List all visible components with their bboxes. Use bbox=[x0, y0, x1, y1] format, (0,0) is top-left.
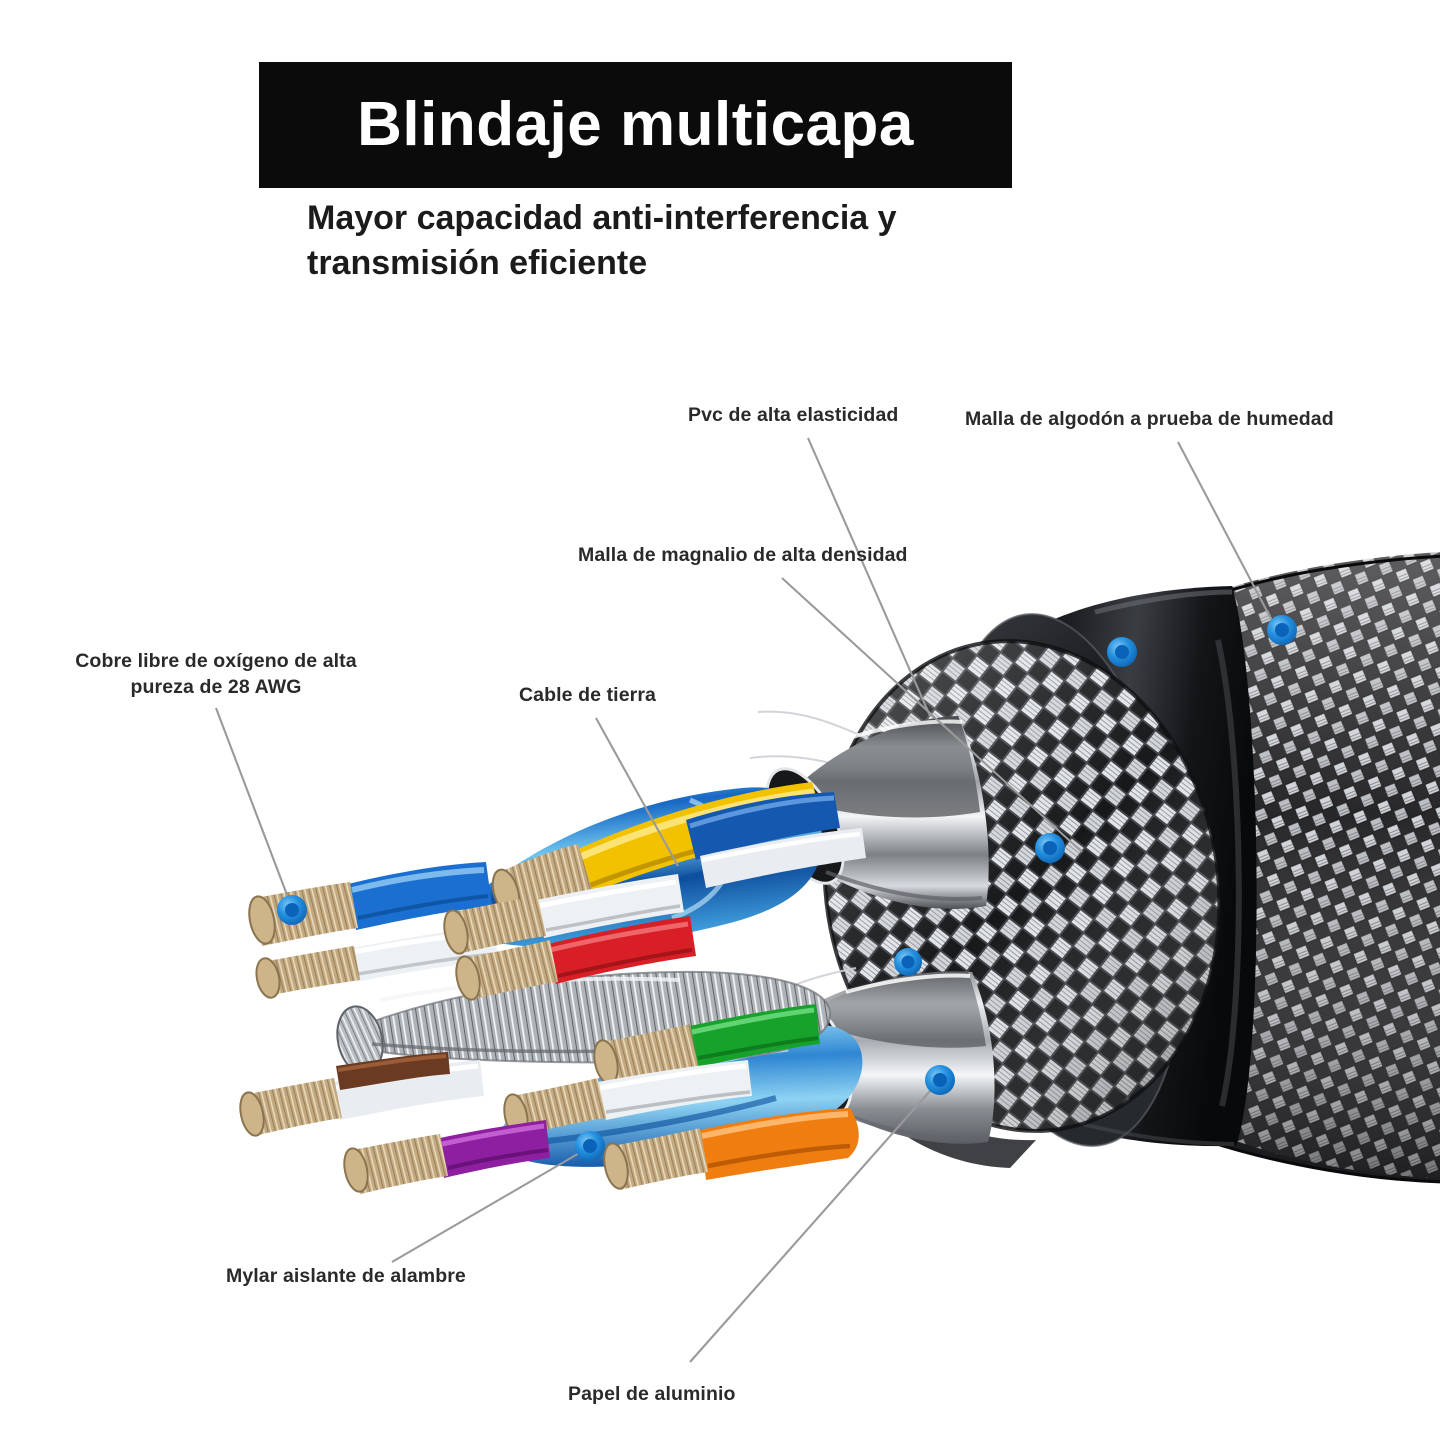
marker-dot-ground bbox=[894, 948, 922, 976]
wire-purple bbox=[343, 1120, 550, 1194]
wire-red bbox=[455, 916, 696, 1001]
wire-white-right bbox=[700, 828, 866, 888]
marker-dot-foil bbox=[925, 1065, 955, 1095]
title-banner: Blindaje multicapa bbox=[259, 62, 1012, 188]
callout-label-pvc: Pvc de alta elasticidad bbox=[688, 404, 899, 426]
callout-label-ground: Cable de tierra bbox=[519, 684, 656, 706]
conductor-wires bbox=[239, 782, 866, 1194]
leader-magnalio bbox=[781, 577, 1083, 853]
page-subtitle: Mayor capacidad anti-interferencia y tra… bbox=[307, 199, 897, 283]
callout-label-foil: Papel de aluminio bbox=[568, 1383, 736, 1405]
leader-pvc bbox=[807, 437, 931, 717]
page-title: Blindaje multicapa bbox=[357, 90, 914, 159]
leader-lines bbox=[215, 437, 1279, 1363]
callout-label-copper-line1: Cobre libre de oxígeno de alta bbox=[75, 650, 357, 672]
leader-cotton bbox=[1177, 441, 1279, 633]
leader-foil bbox=[689, 1081, 939, 1363]
wire-blue-left bbox=[248, 862, 492, 946]
wire-dark-blue bbox=[686, 792, 840, 860]
wire-brown bbox=[336, 1052, 450, 1090]
leader-copper bbox=[215, 707, 293, 909]
callout-label-magnalio: Malla de magnalio de alta densidad bbox=[578, 544, 908, 566]
callout-label-cotton: Malla de algodón a prueba de humedad bbox=[965, 408, 1334, 430]
leader-ground bbox=[595, 717, 679, 867]
marker-dots bbox=[277, 615, 1297, 1161]
callout-label-copper-line2: pureza de 28 AWG bbox=[130, 676, 302, 699]
callout-label-copper: Cobre libre de oxígeno de alta pureza de… bbox=[58, 648, 374, 701]
wire-white-mid bbox=[443, 874, 684, 955]
marker-dot-cotton bbox=[1267, 615, 1297, 645]
marker-dot-pvc bbox=[1107, 637, 1137, 667]
callout-label-mylar: Mylar aislante de alambre bbox=[226, 1265, 466, 1287]
marker-dot-copper bbox=[277, 895, 307, 925]
marker-dot-magnalio bbox=[1035, 833, 1065, 863]
marker-dot-mylar bbox=[575, 1131, 605, 1161]
wire-orange bbox=[603, 1108, 859, 1190]
leader-mylar bbox=[391, 1147, 589, 1263]
wire-green bbox=[593, 1004, 820, 1085]
